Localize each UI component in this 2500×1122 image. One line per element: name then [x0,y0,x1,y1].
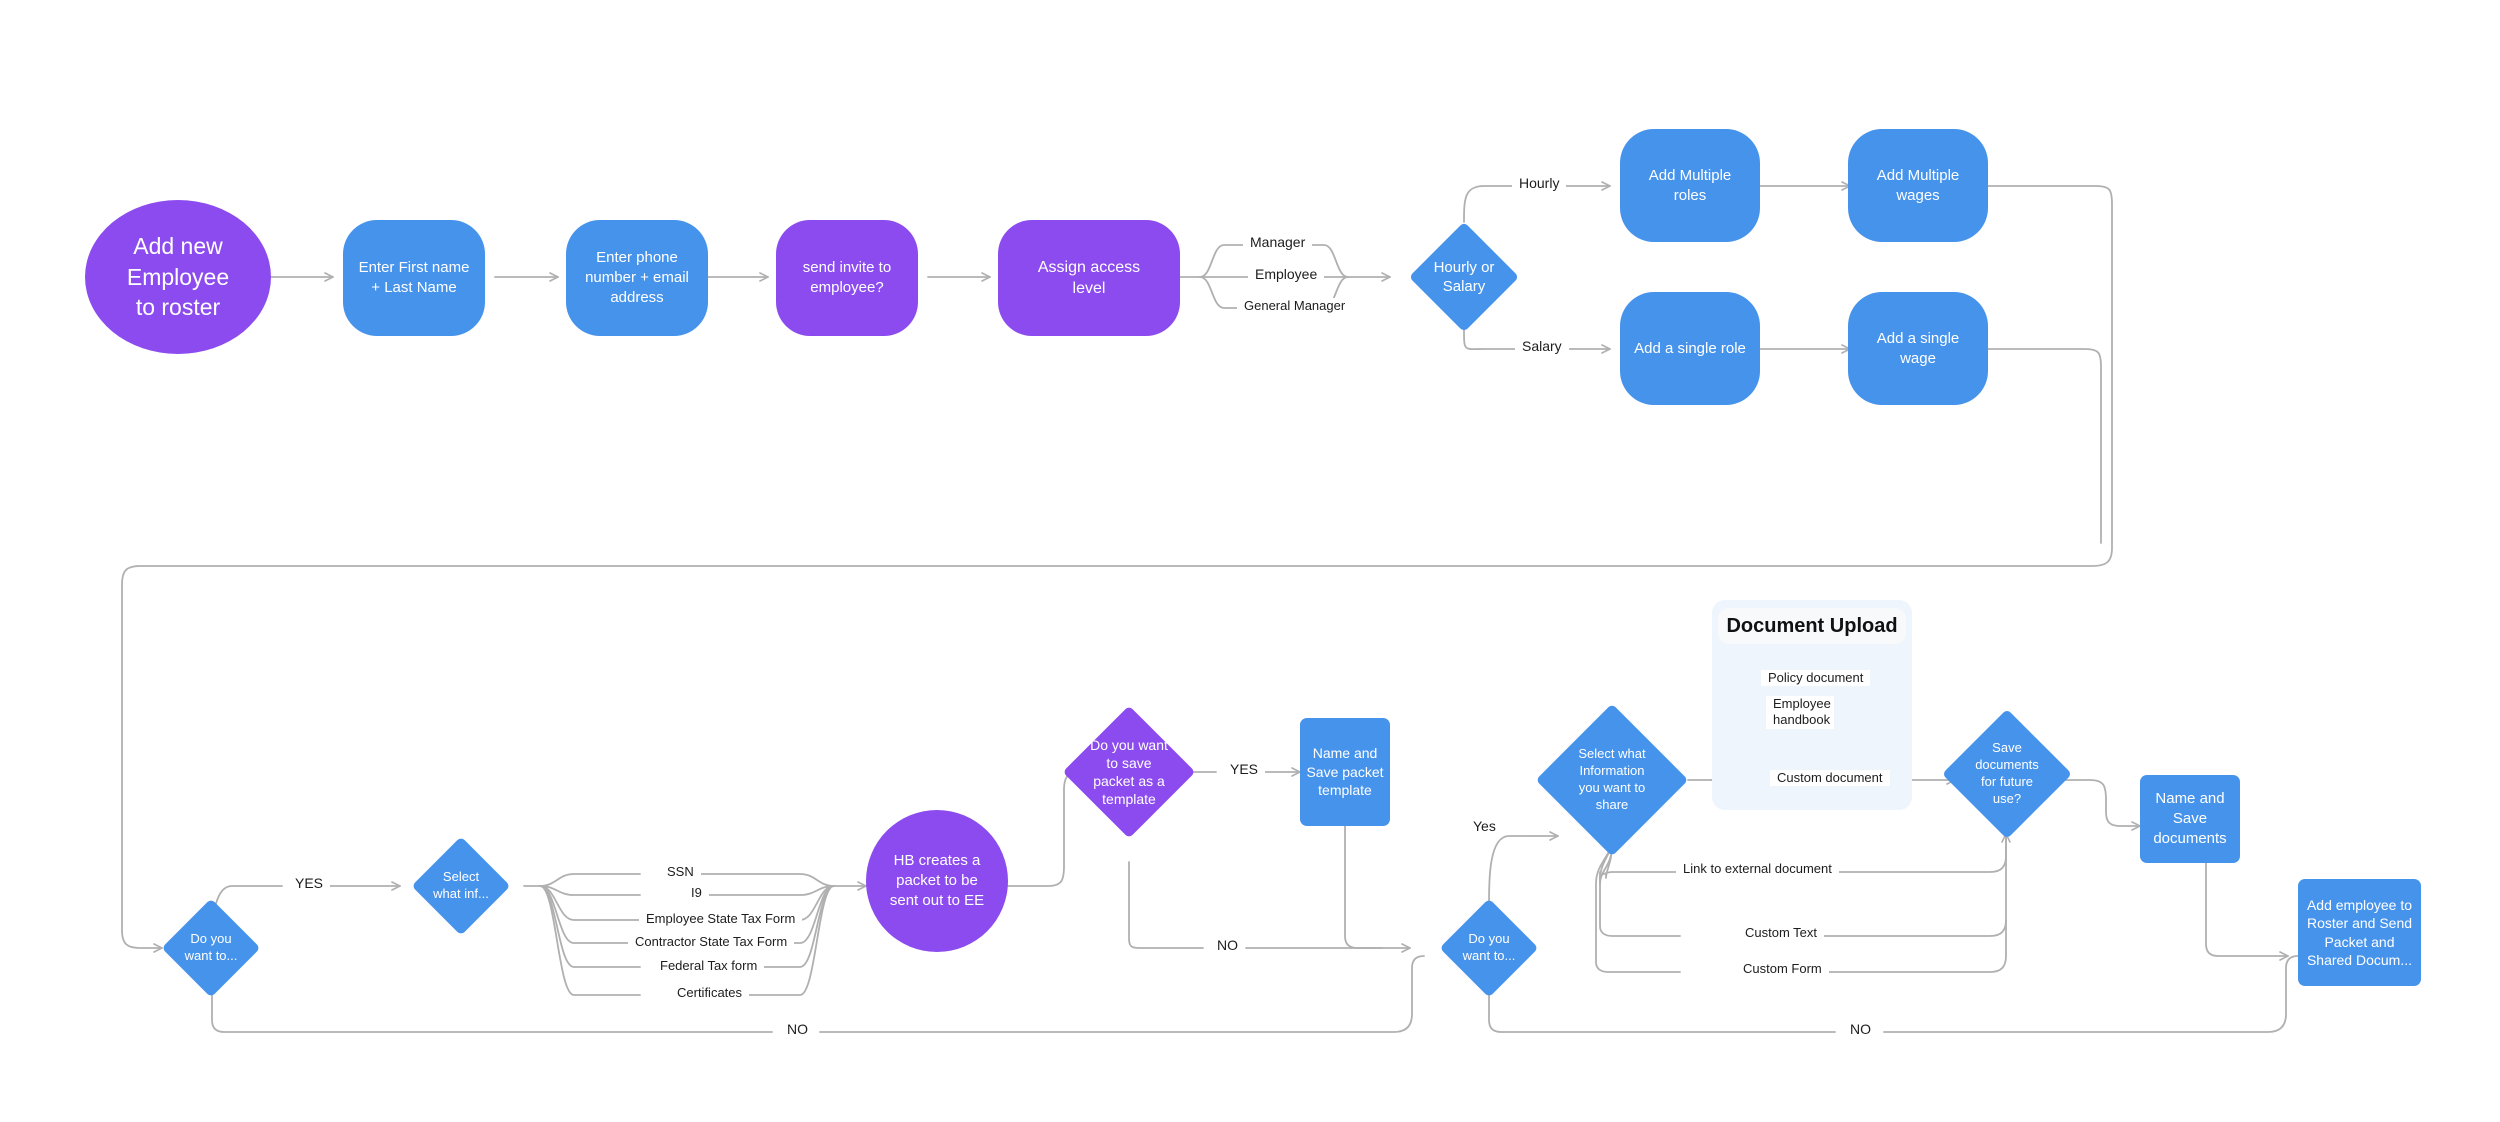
node-do-you-want-to-2[interactable]: Do you want to... [1439,898,1539,998]
node-assign-access-label: Assign access level [1037,258,1141,297]
node-assign-access[interactable]: Assign access level [998,220,1180,336]
node-hourly-or-salary-label: Hourly or Salary [1433,258,1495,296]
edge-label-custom-document: Custom document [1770,770,1890,786]
node-name-save-documents[interactable]: Name and Save documents [2140,775,2240,863]
node-send-invite-label: send invite to employee? [802,259,892,296]
node-enter-contact[interactable]: Enter phone number + email address [566,220,708,336]
edge-diamond-hourly [1463,185,1517,223]
edge-label-contractor-state-tax: Contractor State Tax Form [628,934,795,950]
edge-share-1-in [1599,845,1681,937]
edge-label-i9: I9 [684,885,709,901]
node-start[interactable]: Add new Employee to roster [85,200,271,354]
node-select-information-share[interactable]: Select what Information you want to shar… [1535,703,1689,857]
edge-label-certificates: Certificates [670,985,750,1001]
document-upload-title: Document Upload [1718,608,1906,644]
edge-label-federal-tax: Federal Tax form [653,958,765,974]
edge-label-yes-upper: YES [288,875,331,892]
edge-doc-3-in [539,885,641,944]
node-final[interactable]: Add employee to Roster and Send Packet a… [2298,879,2421,986]
edge-label-employee-state-tax: Employee State Tax Form [639,911,803,927]
node-select-what-info[interactable]: Select what inf... [411,836,511,936]
edge-label-employee: Employee [1248,266,1325,283]
edge-doc-0-in [539,873,641,887]
node-name-save-packet[interactable]: Name and Save packet template [1300,718,1390,826]
node-add-single-role[interactable]: Add a single role [1620,292,1760,405]
node-enter-contact-label: Enter phone number + email address [585,249,689,306]
edge-doc-1-out [689,885,835,896]
edge-swage-to-rail [1985,348,2102,544]
edge-label-ssn: SSN [660,864,701,880]
edge-doc-4-in [539,885,641,968]
edge-label-salary: Salary [1515,338,1569,355]
edge-label-yes-share: Yes [1466,818,1503,835]
node-hb-creates-packet-label: HB creates a packet to be sent out to EE [889,852,985,909]
node-name-save-documents-label: Name and Save documents [2153,790,2227,847]
node-add-multiple-wages[interactable]: Add Multiple wages [1848,129,1988,242]
edge-doc-2-in [539,885,641,921]
node-add-single-wage-label: Add a single wage [1876,329,1960,367]
node-save-packet-template[interactable]: Do you want to save packet as a template [1062,705,1196,839]
node-enter-name-label: Enter First name + Last Name [358,259,470,296]
edge-dyw2-yes [1488,835,1537,904]
edge-dyw1-no-b [819,955,1425,1033]
edge-label-link-external-document: Link to external document [1676,861,1839,877]
edge-label-custom-text: Custom Text [1738,925,1825,941]
node-final-label: Add employee to Roster and Send Packet a… [2306,896,2413,968]
edge-label-manager: Manager [1243,234,1313,251]
edge-label-no-bottom-right: NO [1843,1021,1878,1038]
edge-save-to-namedocs [2057,779,2141,831]
edge-doc-0-out [699,873,835,887]
node-add-multiple-wages-label: Add Multiple wages [1876,166,1960,204]
edge-label-policy-document: Policy document [1761,670,1871,686]
node-save-documents-future-label: Save documents for future use? [1975,740,2039,806]
node-select-what-info-label: Select what inf... [433,869,489,901]
edge-doc-1-in [539,885,641,896]
node-start-label: Add new Employee to roster [126,233,230,321]
edge-template-no-a [1128,861,1204,949]
edge-namepacket-to-dyw2 [1344,825,1411,953]
node-add-multiple-roles-label: Add Multiple roles [1648,166,1732,204]
edge-label-no-template: NO [1210,937,1245,954]
edge-label-hourly: Hourly [1512,175,1567,192]
node-add-single-wage[interactable]: Add a single wage [1848,292,1988,405]
node-enter-name[interactable]: Enter First name + Last Name [343,220,485,336]
edge-share-2-in [1595,845,1681,973]
node-add-multiple-roles[interactable]: Add Multiple roles [1620,129,1760,242]
edge-label-general-manager: General Manager [1237,298,1353,314]
node-do-you-want-to-2-label: Do you want to... [1462,931,1516,963]
edge-diamond-salary [1463,329,1521,351]
edge-label-employee-handbook: Employee handbook [1766,696,1834,729]
edge-label-custom-form: Custom Form [1736,961,1829,977]
edge-dyw2-no-b [1883,955,2299,1033]
node-add-single-role-label: Add a single role [1634,339,1746,357]
node-name-save-packet-label: Name and Save packet template [1306,745,1384,799]
node-send-invite[interactable]: send invite to employee? [776,220,918,336]
node-do-you-want-to-1[interactable]: Do you want to... [161,898,261,998]
edge-hb-to-template [1007,767,1083,887]
node-hb-creates-packet[interactable]: HB creates a packet to be sent out to EE [866,810,1008,952]
node-do-you-want-to-1-label: Do you want to... [184,931,238,963]
edge-doc-5-in [539,885,641,996]
edge-label-no-bottom-left: NO [780,1021,815,1038]
node-hourly-or-salary[interactable]: Hourly or Salary [1408,221,1520,333]
node-select-information-share-label: Select what Information you want to shar… [1578,746,1646,812]
node-save-packet-template-label: Do you want to save packet as a template [1090,736,1168,808]
edge-label-yes-template: YES [1223,761,1266,778]
edge-namedocs-to-final [2205,861,2289,961]
edge-dyw2-no-a [1488,992,1836,1033]
node-save-documents-future[interactable]: Save documents for future use? [1941,708,2073,840]
